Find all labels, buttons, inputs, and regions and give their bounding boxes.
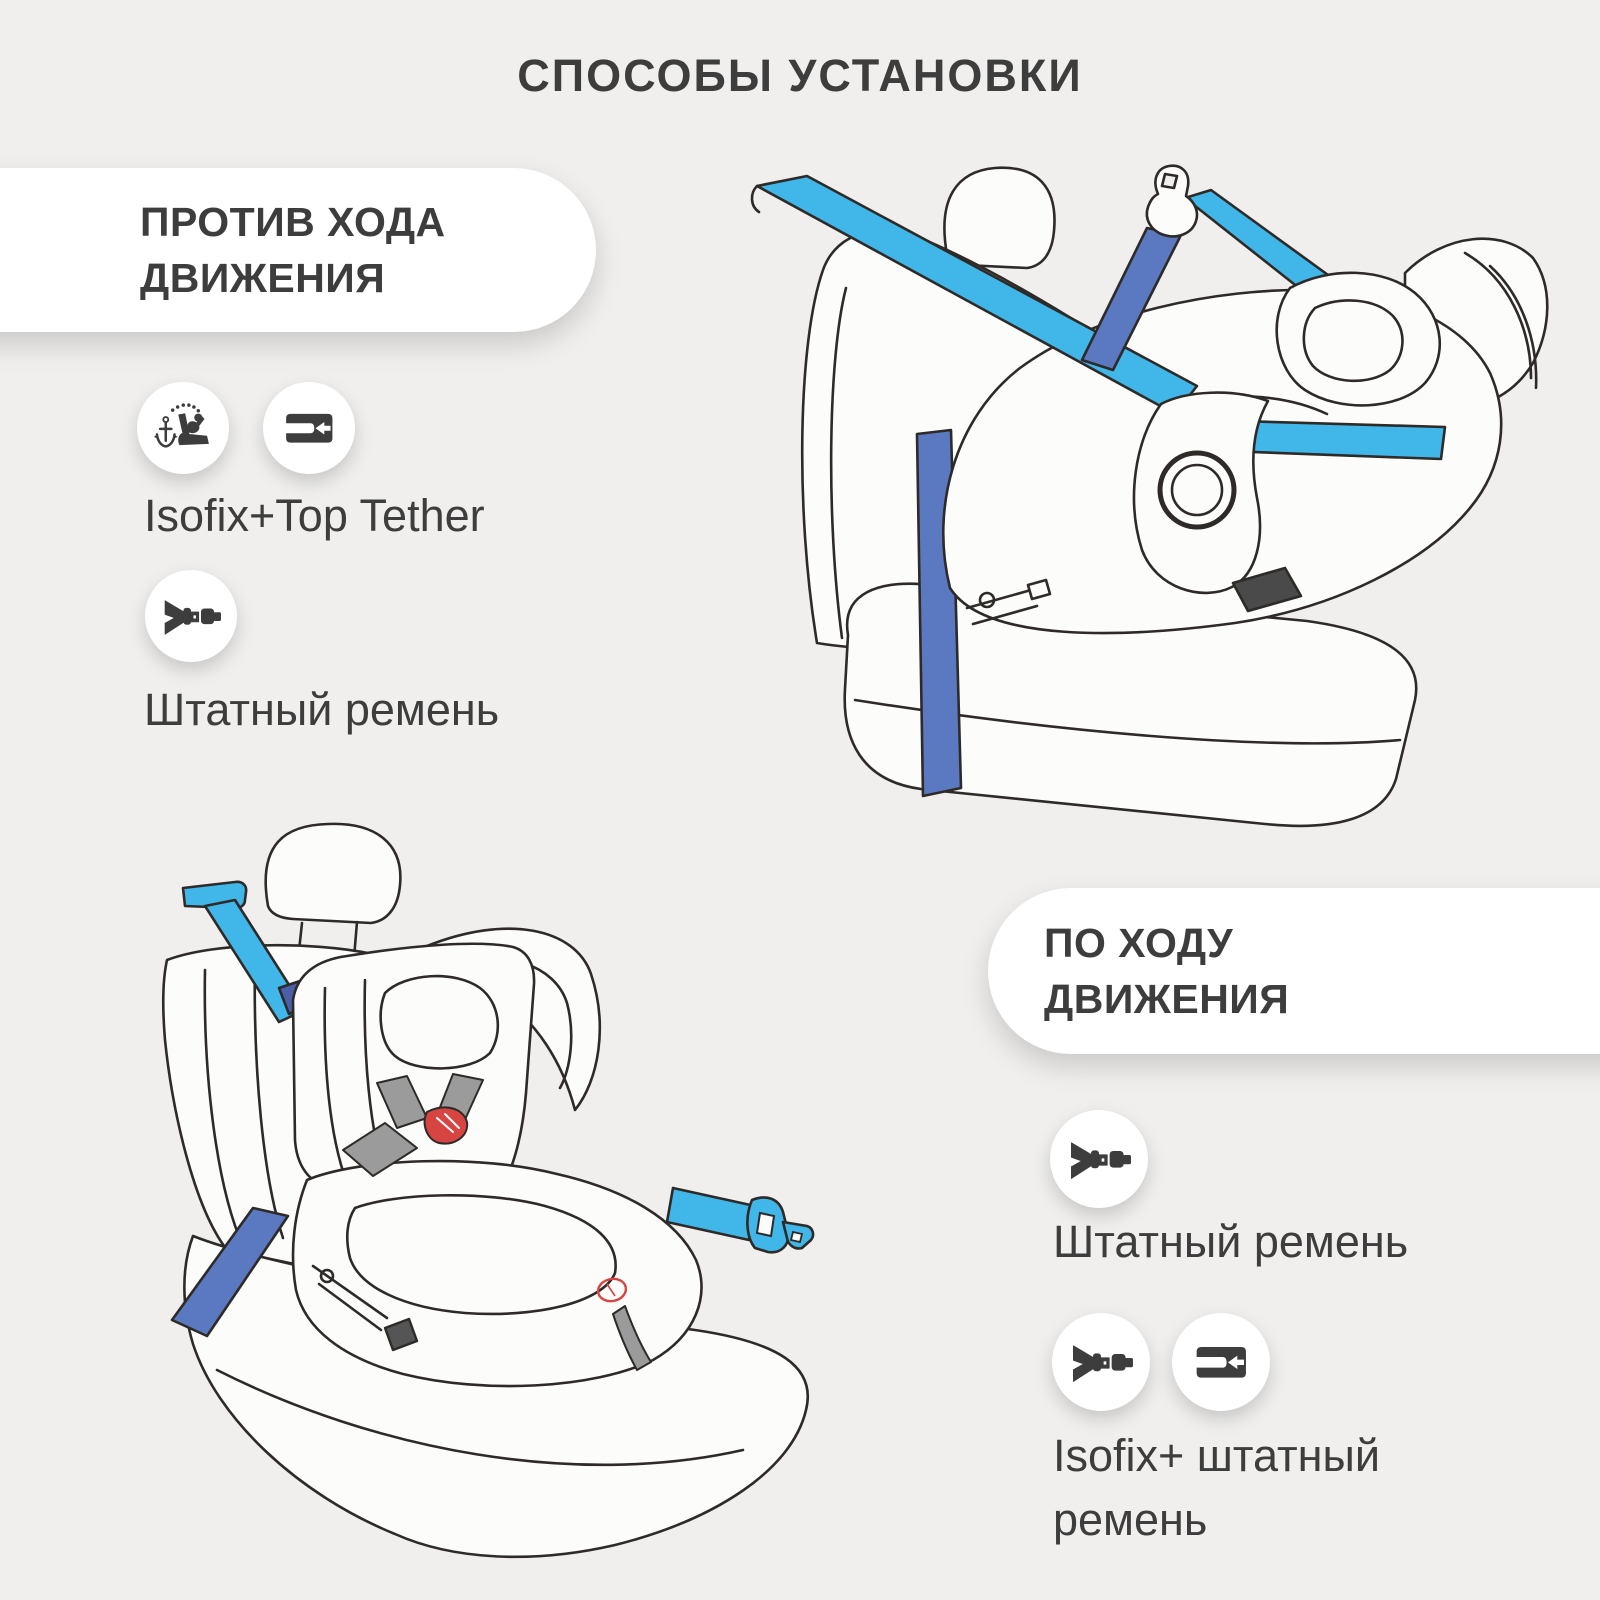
method-label-vehicle-belt-rear: Штатный ремень <box>144 684 500 735</box>
method-label-isofix-top-tether: Isofix+Top Tether <box>144 490 485 541</box>
rear-facing-seat-illustration <box>750 164 1549 828</box>
seat-belt-icon <box>1052 1313 1150 1411</box>
rear-facing-heading-pill: ПРОТИВ ХОДА ДВИЖЕНИЯ <box>0 168 596 332</box>
method-label-isofix-vehicle-belt: Isofix+ штатный ремень <box>1053 1430 1380 1545</box>
page-title: СПОСОБЫ УСТАНОВКИ <box>517 50 1083 101</box>
seat-belt-icon <box>1050 1110 1148 1208</box>
forward-facing-heading-line2: ДВИЖЕНИЯ <box>1044 976 1290 1022</box>
isofix-connector-icon <box>263 382 355 474</box>
rear-facing-heading-line1: ПРОТИВ ХОДА <box>140 199 446 245</box>
forward-facing-heading-line1: ПО ХОДУ <box>1044 920 1234 966</box>
seat-belt-glyph <box>160 585 223 648</box>
rear-facing-heading-line2: ДВИЖЕНИЯ <box>140 255 386 301</box>
seat-belt-icon <box>145 570 237 662</box>
isofix-connector-icon <box>1172 1313 1270 1411</box>
method-label-vehicle-belt-forward: Штатный ремень <box>1053 1216 1409 1267</box>
top-tether-anchor-icon <box>137 382 229 474</box>
top-tether-anchor-glyph <box>152 397 215 460</box>
isofix-connector-glyph <box>278 397 341 460</box>
seat-belt-glyph <box>1068 1329 1135 1396</box>
forward-facing-seat-illustration <box>161 822 815 1559</box>
isofix-connector-glyph <box>1188 1329 1255 1396</box>
seat-belt-glyph <box>1066 1126 1133 1193</box>
forward-facing-heading-pill: ПО ХОДУ ДВИЖЕНИЯ <box>988 888 1600 1054</box>
